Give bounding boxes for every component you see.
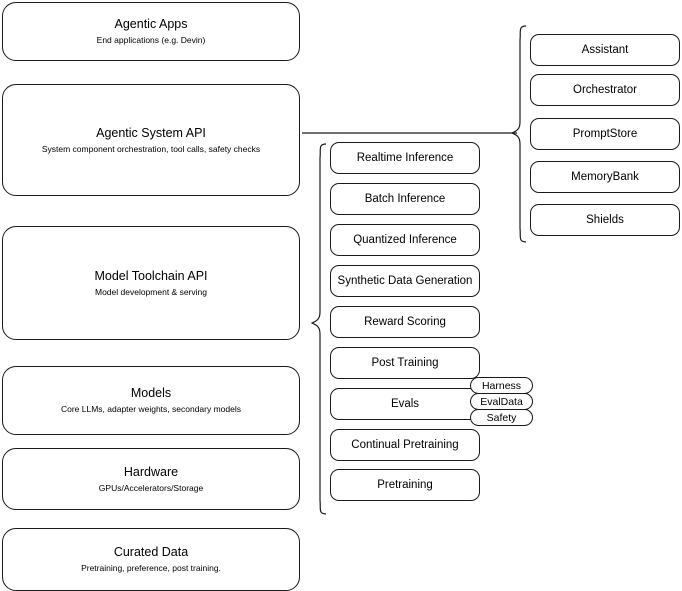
pill-label: EvalData (480, 395, 523, 408)
layer-agentic-apps[interactable]: Agentic Apps End applications (e.g. Devi… (2, 2, 300, 61)
layer-curated-data[interactable]: Curated Data Pretraining, preference, po… (2, 528, 300, 591)
toolchain-item-synthetic-data-generation[interactable]: Synthetic Data Generation (330, 265, 480, 297)
toolchain-item-realtime-inference[interactable]: Realtime Inference (330, 142, 480, 174)
item-label: Realtime Inference (356, 152, 454, 164)
toolchain-item-pretraining[interactable]: Pretraining (330, 469, 480, 501)
layer-title: Hardware (123, 464, 179, 479)
item-label: Continual Pretraining (351, 439, 459, 451)
pill-label: Harness (481, 379, 522, 392)
item-label: PromptStore (572, 128, 638, 140)
brace-system-items (510, 25, 527, 243)
layer-subtitle: Model development & serving (95, 286, 207, 297)
toolchain-item-continual-pretraining[interactable]: Continual Pretraining (330, 429, 480, 461)
item-label: Post Training (371, 357, 439, 369)
layer-model-toolchain-api[interactable]: Model Toolchain API Model development & … (2, 226, 300, 340)
item-label: Batch Inference (364, 193, 446, 205)
layer-subtitle: Pretraining, preference, post training. (81, 563, 221, 573)
layer-subtitle: End applications (e.g. Devin) (96, 35, 206, 45)
system-item-orchestrator[interactable]: Orchestrator (530, 74, 680, 106)
layer-subtitle: Core LLMs, adapter weights, secondary mo… (60, 404, 241, 414)
evals-subitem-harness[interactable]: Harness (470, 377, 533, 394)
pill-label: Safety (486, 411, 517, 424)
toolchain-item-post-training[interactable]: Post Training (330, 347, 480, 379)
item-label: Assistant (581, 44, 629, 56)
toolchain-item-reward-scoring[interactable]: Reward Scoring (330, 306, 480, 338)
system-item-promptstore[interactable]: PromptStore (530, 118, 680, 150)
item-label: Evals (390, 398, 420, 410)
layer-subtitle: System component orchestration, tool cal… (41, 143, 261, 154)
toolchain-item-quantized-inference[interactable]: Quantized Inference (330, 224, 480, 256)
layer-hardware[interactable]: Hardware GPUs/Accelerators/Storage (2, 448, 300, 510)
system-item-shields[interactable]: Shields (530, 204, 680, 236)
item-label: Synthetic Data Generation (337, 275, 473, 287)
layer-title: Agentic Apps (114, 17, 188, 31)
item-label: Shields (586, 214, 624, 226)
layer-title: Agentic System API (96, 125, 206, 140)
item-label: MemoryBank (571, 171, 639, 183)
layer-title: Model Toolchain API (94, 268, 208, 283)
layer-models[interactable]: Models Core LLMs, adapter weights, secon… (2, 366, 300, 435)
layer-title: Models (130, 386, 172, 400)
toolchain-item-batch-inference[interactable]: Batch Inference (330, 183, 480, 215)
item-label: Orchestrator (573, 84, 637, 96)
item-label: Reward Scoring (364, 316, 446, 328)
item-label: Pretraining (377, 479, 433, 491)
evals-subitem-safety[interactable]: Safety (470, 409, 533, 426)
system-item-memorybank[interactable]: MemoryBank (530, 161, 680, 193)
layer-title: Curated Data (113, 545, 189, 559)
brace-toolchain-items (310, 143, 327, 515)
toolchain-item-evals[interactable]: Evals (330, 388, 480, 420)
layer-subtitle: GPUs/Accelerators/Storage (98, 482, 204, 493)
layer-agentic-system-api[interactable]: Agentic System API System component orch… (2, 84, 300, 196)
item-label: Quantized Inference (353, 234, 457, 246)
evals-subitem-evaldata[interactable]: EvalData (470, 393, 533, 410)
system-item-assistant[interactable]: Assistant (530, 34, 680, 66)
